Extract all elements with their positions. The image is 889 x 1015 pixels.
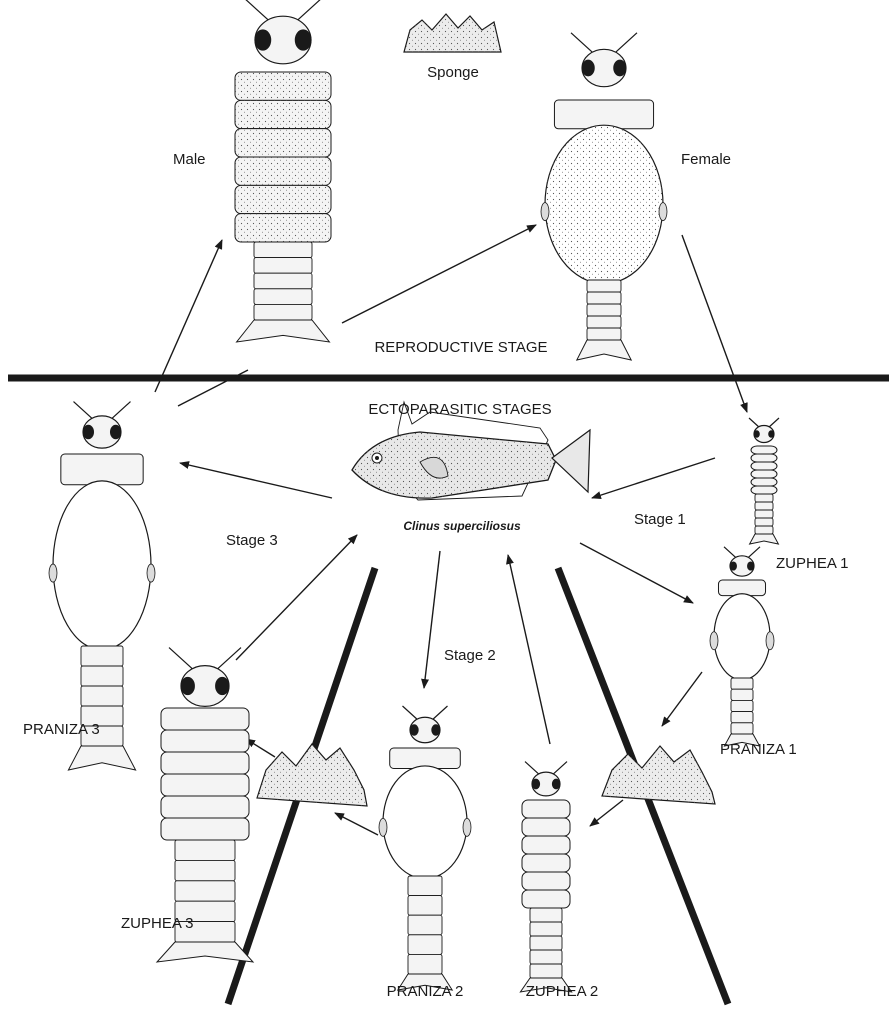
arrow-sponge-to-zuphea3 [246,739,275,757]
label-zuphea-1: ZUPHEA 1 [776,556,849,571]
label-ectoparasitic-stages: ECTOPARASITIC STAGES [368,402,551,417]
sponge-illustration-right [602,746,715,804]
label-reproductive-stage: REPRODUCTIVE STAGE [374,340,547,355]
male-illustration [235,0,331,342]
label-stage-2: Stage 2 [444,648,496,663]
label-female: Female [681,152,731,167]
arrow-zuphea1-to-host [592,458,715,498]
arrow-praniza1-to-sponge [662,672,702,726]
praniza-1-illustration [710,547,774,746]
label-praniza-2: PRANIZA 2 [387,984,464,999]
arrow-zuphea3-to-host [236,535,357,660]
label-male: Male [173,152,206,167]
label-praniza-3: PRANIZA 3 [23,722,100,737]
zuphea-1-illustration [749,418,779,544]
arrow-host-to-praniza2 [424,551,440,688]
arrow-sponge-to-zuphea2 [590,800,623,826]
arrow-praniza2-to-sponge [335,813,378,835]
label-stage-3: Stage 3 [226,533,278,548]
label-host-species: Clinus superciliosus [403,520,520,532]
arrow-female-to-zuphea1 [682,235,747,412]
zuphea-2-illustration [520,762,571,992]
sponge-illustration-top [404,14,501,52]
arrow-host-to-praniza1 [580,543,693,603]
female-illustration [541,33,667,360]
label-zuphea-2: ZUPHEA 2 [526,984,599,999]
praniza-3-illustration [49,402,155,770]
arrow-host-to-praniza3 [180,463,332,498]
label-sponge: Sponge [427,65,479,80]
label-praniza-1: PRANIZA 1 [720,742,797,757]
arrow-male-to-female [342,225,536,323]
arrow-zuphea2-to-host [508,555,550,744]
praniza-2-illustration [379,706,471,990]
label-zuphea-3: ZUPHEA 3 [121,916,194,931]
arrow-praniza3-to-male [155,240,222,392]
sponge-illustration-left [257,744,367,806]
label-stage-1: Stage 1 [634,512,686,527]
